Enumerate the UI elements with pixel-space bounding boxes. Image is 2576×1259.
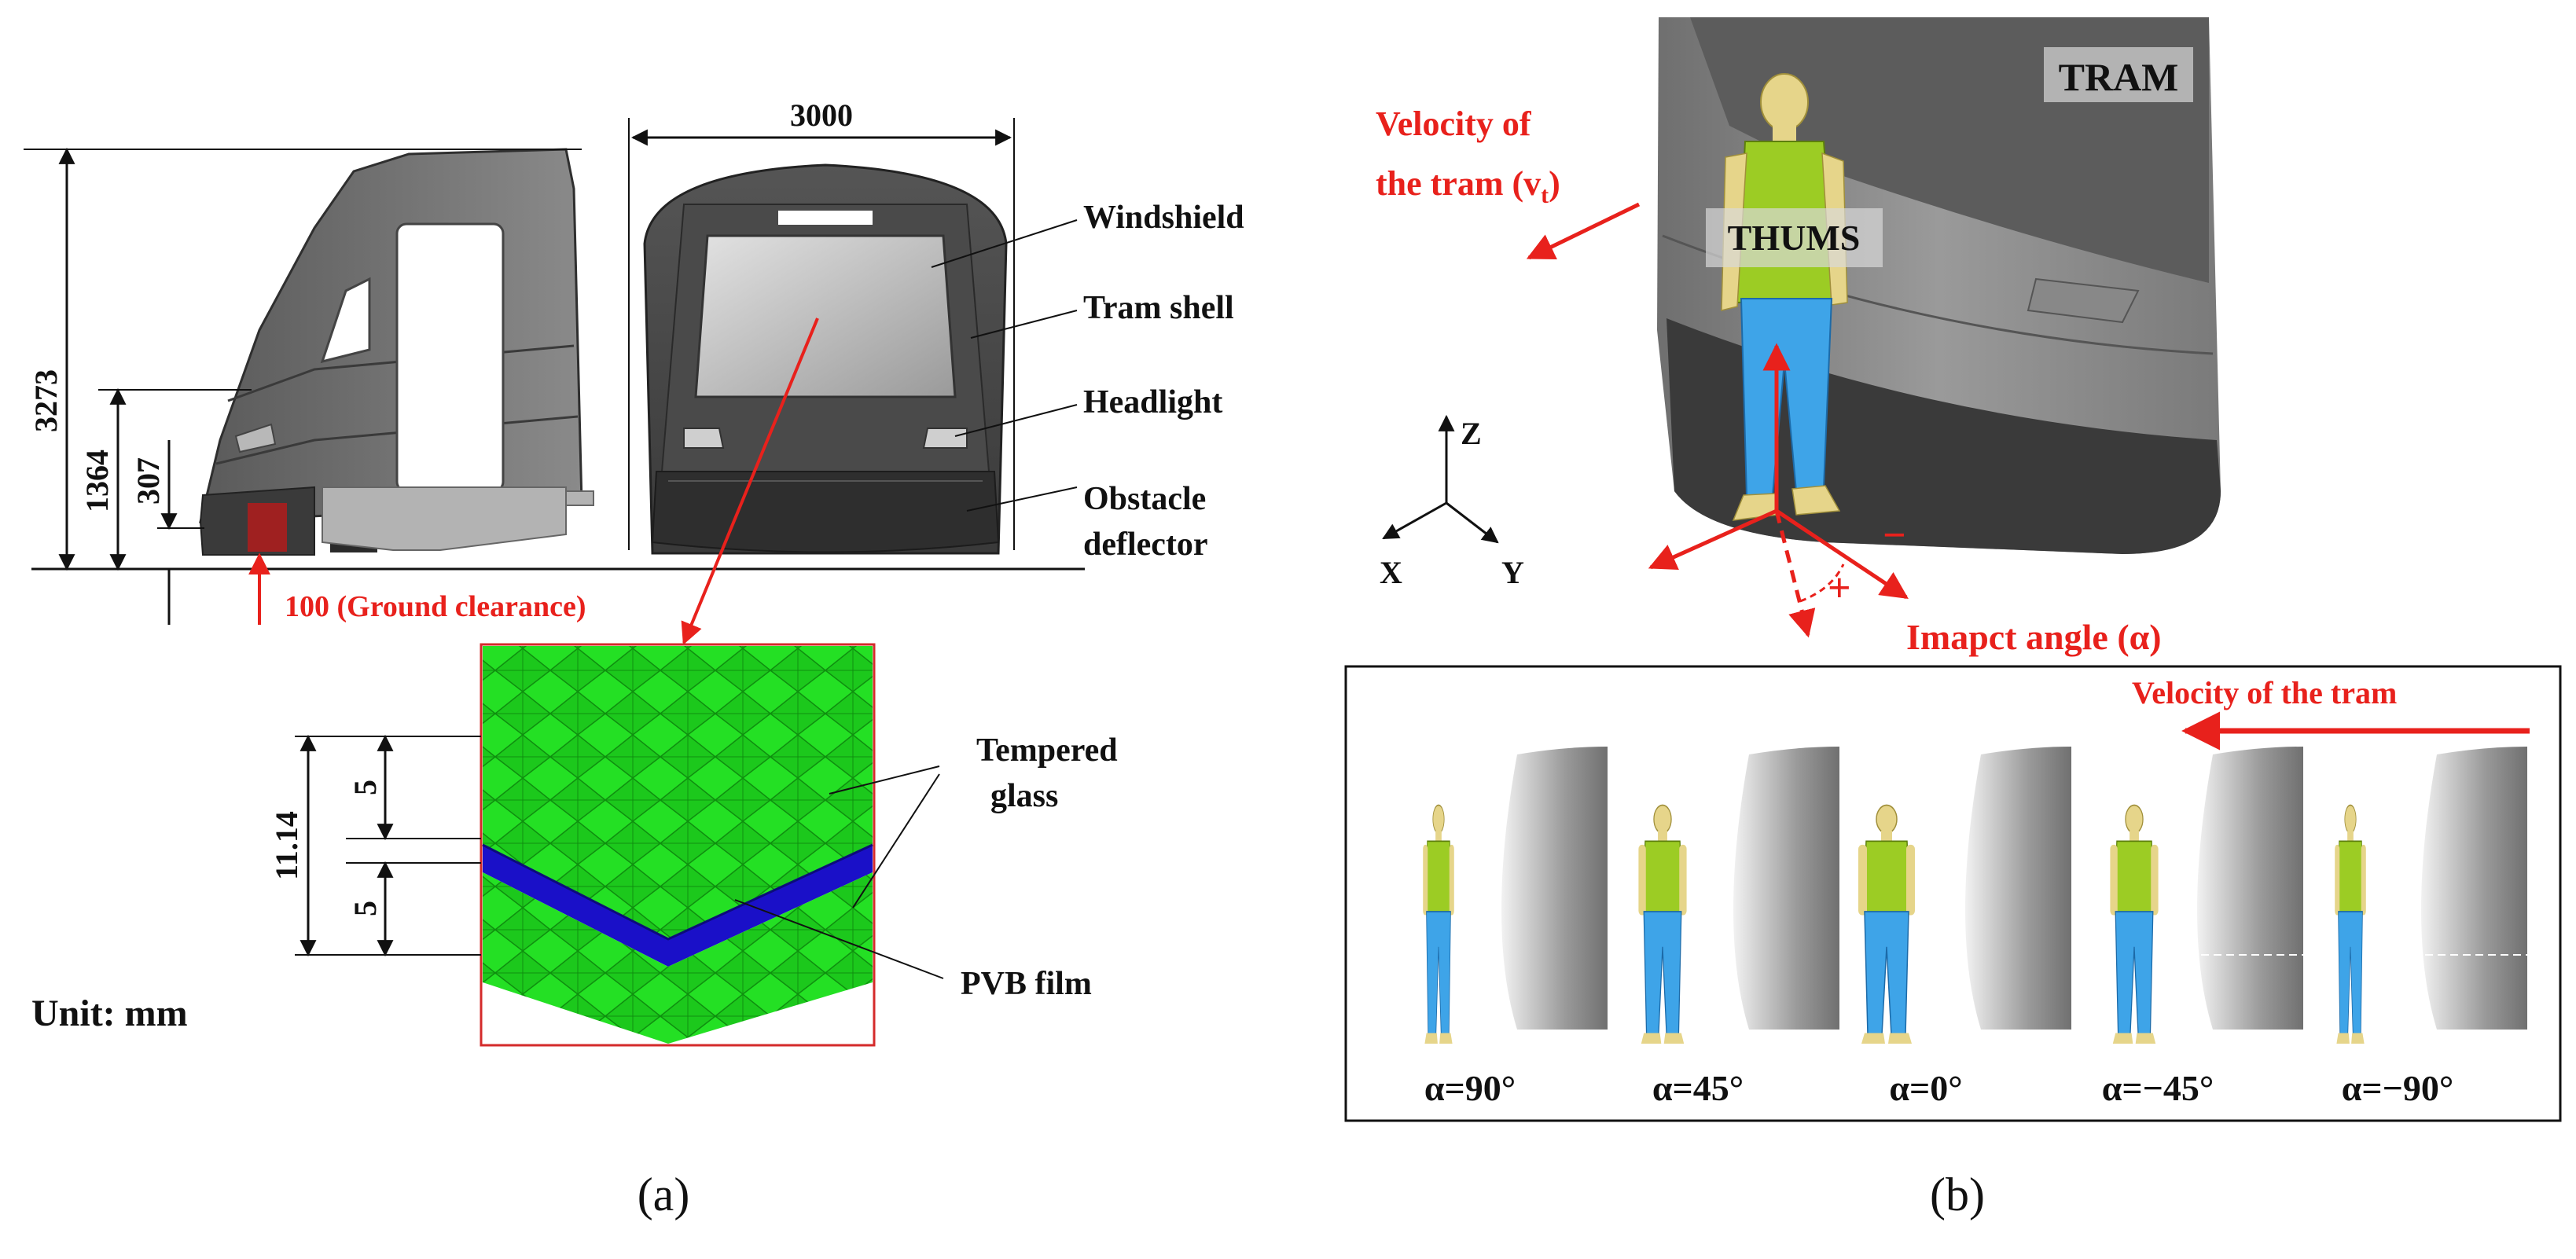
thums-label-box <box>1706 208 1883 267</box>
plus-sign: + <box>1828 566 1851 611</box>
dim-bottom-5: 5 <box>347 901 383 916</box>
angle-label-45: α=45° <box>1652 1068 1744 1108</box>
panel-b: TRAM THUMS Velocity of the tram (vt) Z X… <box>1344 17 2562 1220</box>
tempered-label-line1: Tempered <box>976 732 1118 769</box>
front-view-labels: Windshield Tram shell Headlight Obstacle… <box>931 200 1244 563</box>
caption-a: (a) <box>638 1169 690 1220</box>
axis-z-label: Z <box>1461 416 1482 451</box>
velocity-line1: Velocity of <box>1376 105 1532 143</box>
posture-90 <box>1422 747 1608 1044</box>
dim-3000: 3000 <box>790 97 853 133</box>
minus-sign: − <box>1883 513 1906 558</box>
tempered-label-line2: glass <box>990 778 1058 814</box>
axis-x-label: X <box>1380 555 1402 590</box>
impact-angle-axes: + − Imapct angle (α) <box>1648 343 2162 657</box>
thums-label: THUMS <box>1728 218 1861 258</box>
dim-1364: 1364 <box>79 450 115 512</box>
tram-label: TRAM <box>2059 55 2179 99</box>
posture-0 <box>1858 747 2071 1044</box>
velocity-arrow <box>1526 202 1641 260</box>
tram-shell-label: Tram shell <box>1083 290 1234 326</box>
velocity-subscript: t <box>1541 182 1549 208</box>
posture-45 <box>1637 747 1839 1044</box>
posture-minus-45 <box>2109 747 2303 1044</box>
velocity-close-paren: ) <box>1549 164 1560 203</box>
caption-b: (b) <box>1930 1169 1985 1220</box>
windshield-label: Windshield <box>1083 200 1244 236</box>
posture-inset: Velocity of the tram <box>1344 665 2562 1122</box>
dim-3273: 3273 <box>28 369 64 432</box>
velocity-line2-text: the tram (v <box>1376 164 1541 203</box>
angle-label-minus-90: α=−90° <box>2342 1068 2454 1108</box>
impact-angle-label: Imapct angle (α) <box>1906 617 2162 657</box>
inset-velocity-label: Velocity of the tram <box>2132 675 2397 710</box>
windshield-detail-arrow <box>681 318 819 645</box>
tempered-leader-1 <box>829 765 940 795</box>
posture-minus-90 <box>2334 747 2527 1044</box>
height-dimensions: 3273 1364 307 <box>24 147 582 625</box>
pvb-leader <box>734 899 944 979</box>
obstacle-label-line1: Obstacle <box>1083 481 1206 517</box>
axis-y-label: Y <box>1501 555 1524 590</box>
tempered-leader-2 <box>852 773 940 908</box>
tram-label-box <box>2044 47 2193 102</box>
dim-11-14: 11.14 <box>269 811 304 880</box>
glass-dimensions: 11.14 5 5 <box>269 734 481 957</box>
pvb-label: PVB film <box>961 966 1092 1002</box>
unit-label: Unit: mm <box>31 993 188 1034</box>
angle-label-90: α=90° <box>1424 1068 1516 1108</box>
velocity-line2: the tram (vt) <box>1376 164 1560 208</box>
tram-front-view: 3000 <box>628 97 1015 555</box>
obstacle-label-line2: deflector <box>1083 527 1208 563</box>
headlight-label: Headlight <box>1083 384 1222 420</box>
panel-a: 3273 1364 307 100 (Ground clearance) 300… <box>24 97 1244 1220</box>
coordinate-axes: Z X Y <box>1380 414 1524 590</box>
angle-label-0: α=0° <box>1889 1068 1962 1108</box>
angle-label-minus-45: α=−45° <box>2102 1068 2214 1108</box>
glass-detail <box>480 643 876 1047</box>
ground-clearance-label: 100 (Ground clearance) <box>285 590 586 623</box>
dim-top-5: 5 <box>347 780 383 795</box>
tram-side-view <box>199 148 594 556</box>
dim-307: 307 <box>130 457 166 505</box>
